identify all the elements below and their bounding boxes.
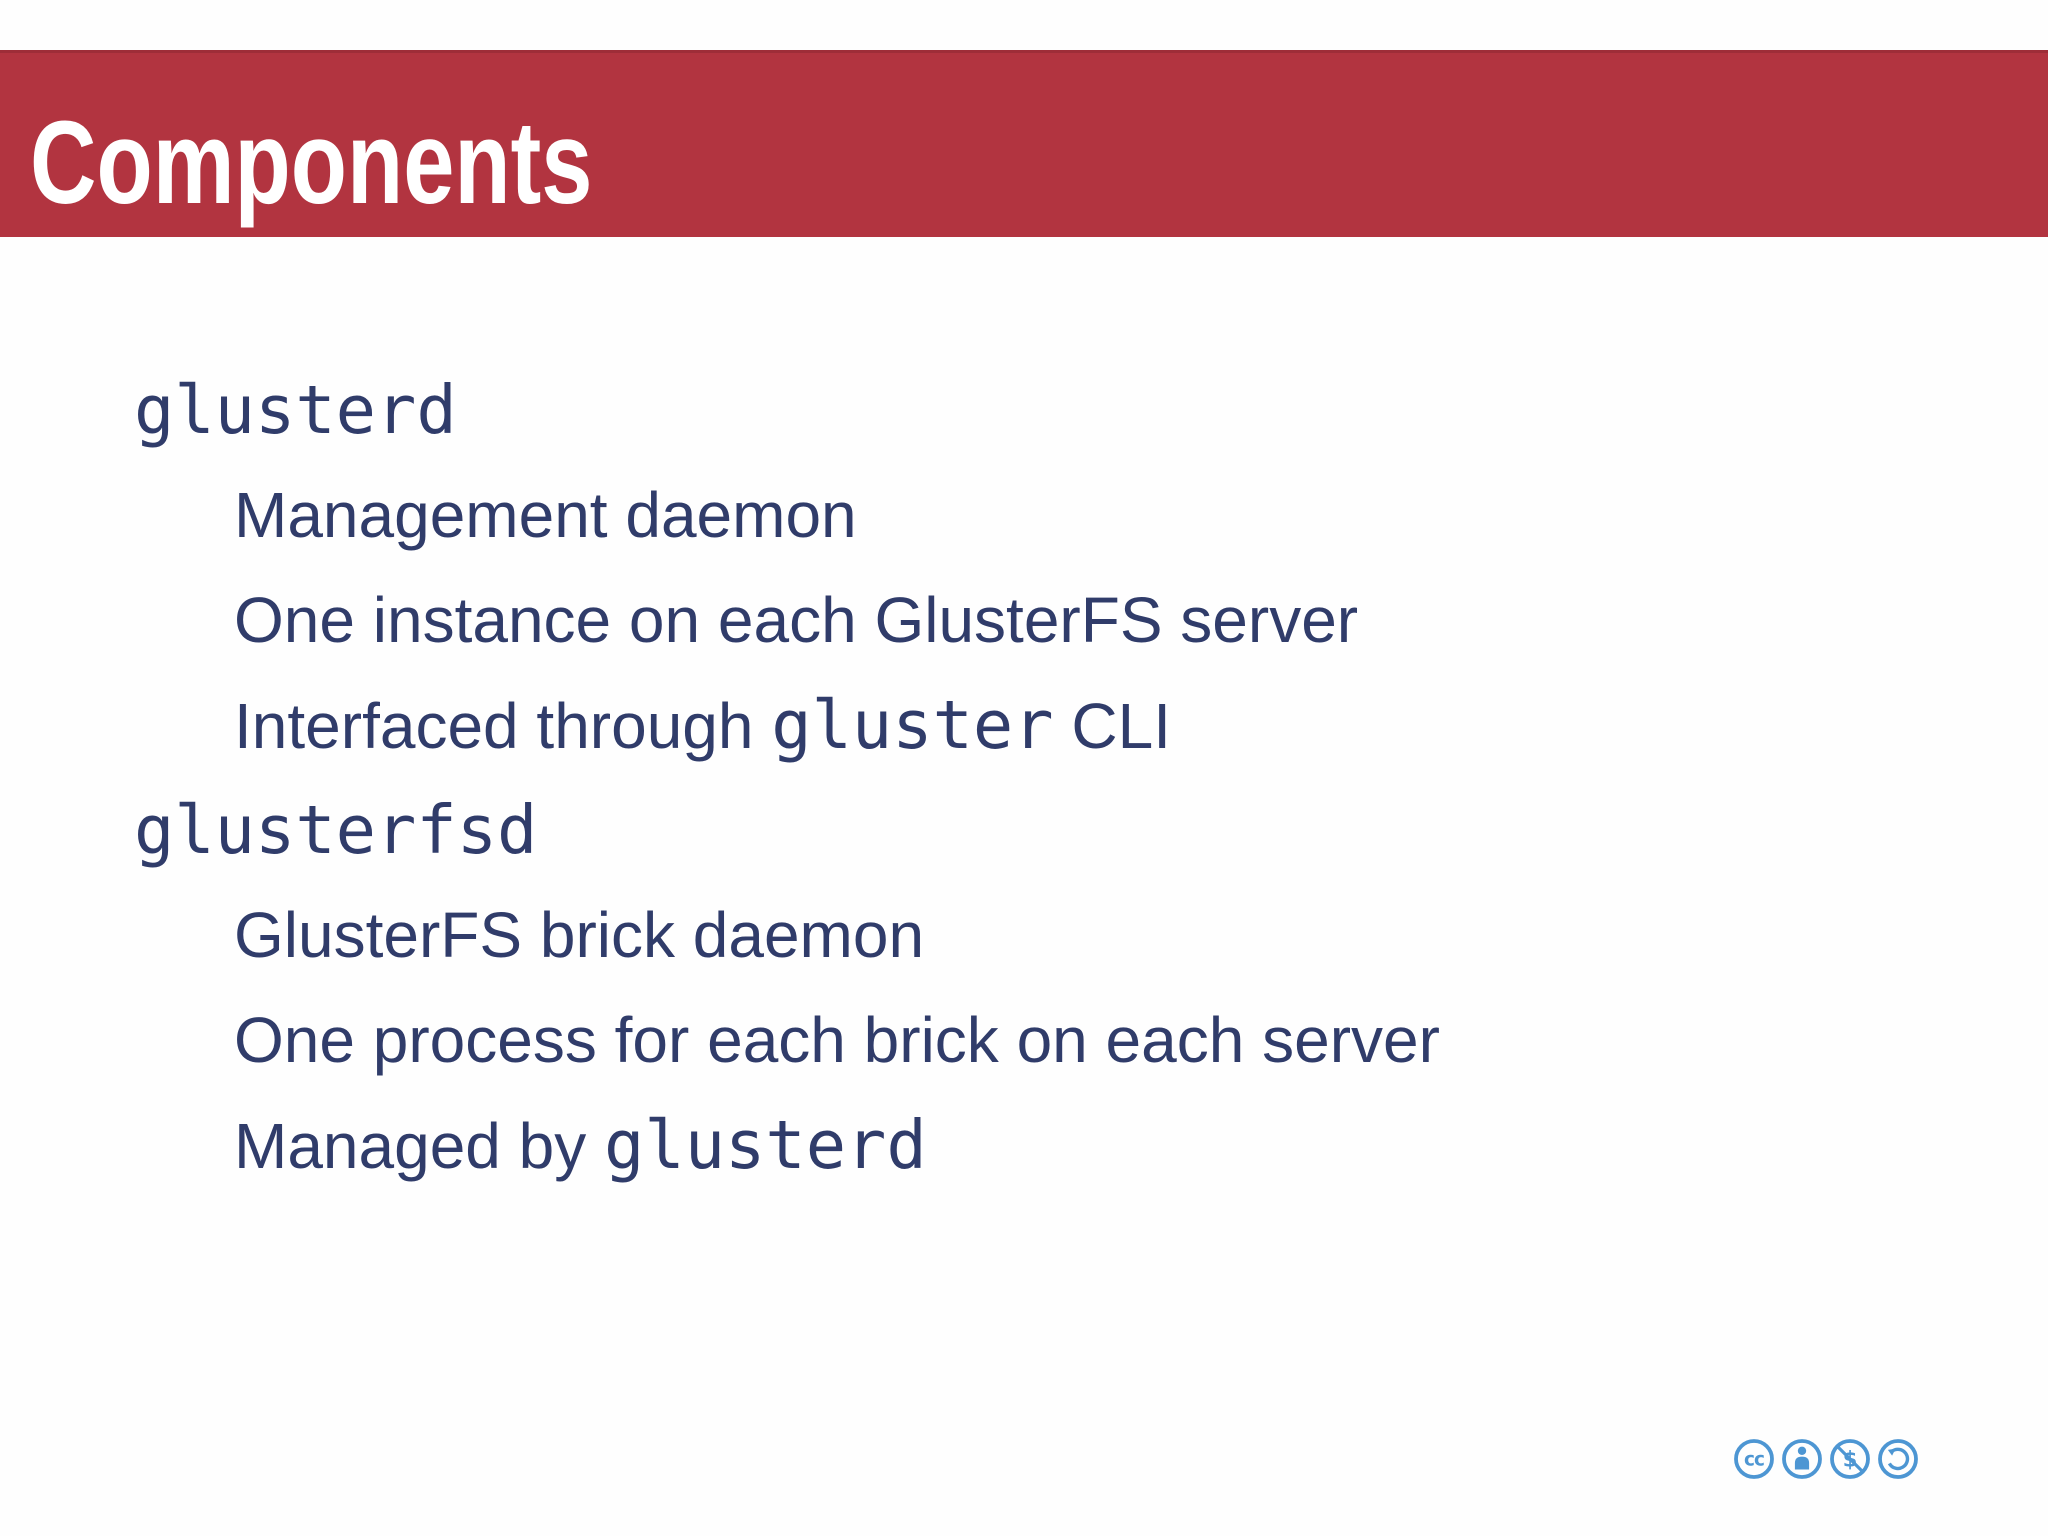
code-text: gluster (771, 686, 1054, 764)
list-item: glusterfsd (134, 778, 1440, 883)
cc-sa-icon (1878, 1439, 1918, 1479)
list-item: One process for each brick on each serve… (234, 988, 1440, 1093)
license-badge: cc $ (1732, 1437, 1920, 1481)
body-text: GlusterFS brick daemon (234, 899, 925, 971)
slide-title: Components (30, 97, 593, 229)
list-item: One instance on each GlusterFS server (234, 568, 1440, 673)
list-item: GlusterFS brick daemon (234, 883, 1440, 988)
list-item: Managed by glusterd (234, 1093, 1440, 1198)
cc-by-icon (1782, 1439, 1822, 1479)
body-text: Managed by (234, 1110, 605, 1182)
body-text: CLI (1053, 690, 1171, 762)
list-item: Interfaced through gluster CLI (234, 673, 1440, 778)
body-text: One process for each brick on each serve… (234, 1004, 1440, 1076)
code-text: glusterfsd (134, 791, 538, 869)
body-text: One instance on each GlusterFS server (234, 584, 1359, 656)
list-item: glusterd (134, 358, 1440, 463)
cc-icon: cc (1734, 1439, 1774, 1479)
code-text: glusterd (604, 1106, 927, 1184)
svg-text:cc: cc (1744, 1450, 1764, 1471)
title-banner: Components (0, 50, 2048, 237)
code-text: glusterd (134, 371, 457, 449)
body-text: Management daemon (234, 479, 857, 551)
cc-nc-icon: $ (1830, 1439, 1870, 1479)
body-text: Interfaced through (234, 690, 772, 762)
list-item: Management daemon (234, 463, 1440, 568)
